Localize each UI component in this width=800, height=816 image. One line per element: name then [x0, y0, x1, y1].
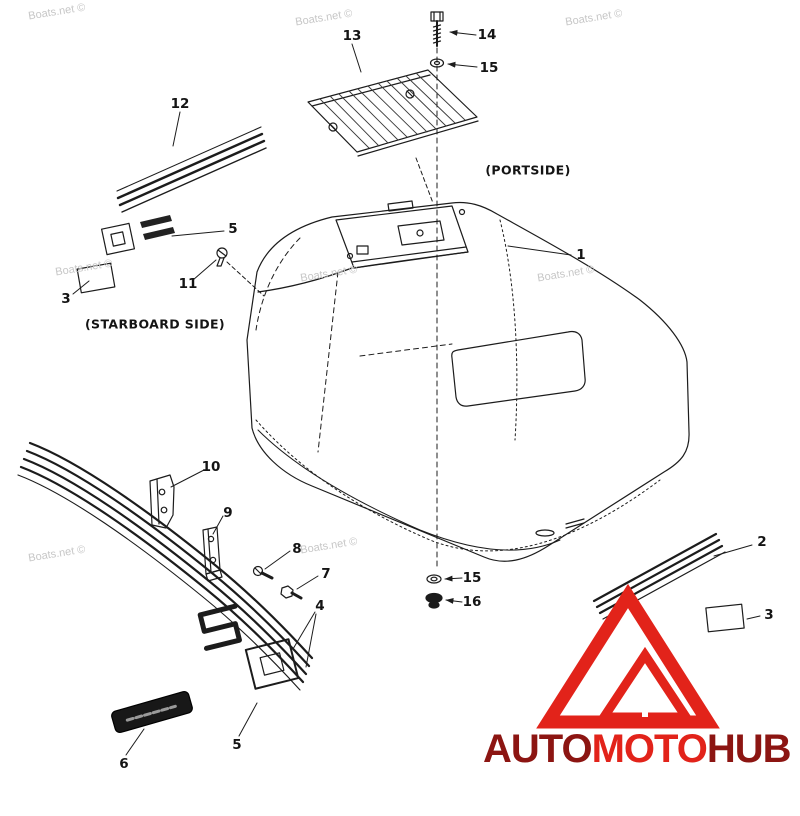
callout-3a: 3 [61, 291, 71, 307]
brand-hub: HUB [706, 727, 792, 771]
engine-cover-1 [246, 200, 690, 562]
brand-triangle-logo [536, 583, 720, 729]
screw-11 [216, 247, 228, 267]
callout-8: 8 [292, 541, 302, 557]
trim-strips-2 [592, 532, 726, 620]
trim-strips-4 [17, 441, 314, 691]
grommet-16 [425, 592, 443, 609]
brand-wordmark: AUTOMOTOHUB [483, 727, 792, 772]
decal-rect-3-left [76, 262, 116, 294]
callout-12: 12 [170, 96, 190, 112]
brand-moto: MOTO [591, 727, 708, 771]
mount-bolt-14 [430, 11, 444, 47]
brand-auto: AUTO [483, 727, 593, 771]
callout-9: 9 [223, 505, 233, 521]
callout-10: 10 [201, 459, 221, 475]
callout-3b: 3 [764, 607, 774, 623]
callout-11: 11 [178, 276, 198, 292]
starboard-label: (STARBOARD SIDE) [84, 316, 226, 332]
callout-6: 6 [119, 756, 129, 772]
callout-15b: 15 [462, 570, 482, 586]
emblem-50-lower-5 [197, 603, 300, 690]
callout-16: 16 [462, 594, 482, 610]
callout-15a: 15 [479, 60, 499, 76]
washer-15-top [429, 58, 445, 68]
callout-5b: 5 [232, 737, 242, 753]
callout-7: 7 [321, 566, 331, 582]
decal-rect-3-right [705, 603, 745, 633]
emblem-pieces-upper-5 [101, 215, 175, 256]
callout-13: 13 [342, 28, 362, 44]
callout-2: 2 [757, 534, 767, 550]
leader-lines [72, 29, 761, 756]
portside-label: (PORTSIDE) [485, 162, 571, 178]
callout-5a: 5 [228, 221, 238, 237]
bracket-10 [149, 474, 175, 529]
assembly-centerline [415, 47, 438, 571]
callout-14: 14 [477, 27, 497, 43]
callout-4: 4 [315, 598, 325, 614]
trim-strips-12 [116, 126, 267, 213]
callout-1: 1 [576, 247, 586, 263]
washer-15-bottom [426, 574, 442, 584]
bolt-7 [280, 585, 303, 600]
name-plate-6 [111, 690, 193, 734]
top-plate-13 [307, 69, 479, 157]
screw-8 [252, 565, 274, 580]
